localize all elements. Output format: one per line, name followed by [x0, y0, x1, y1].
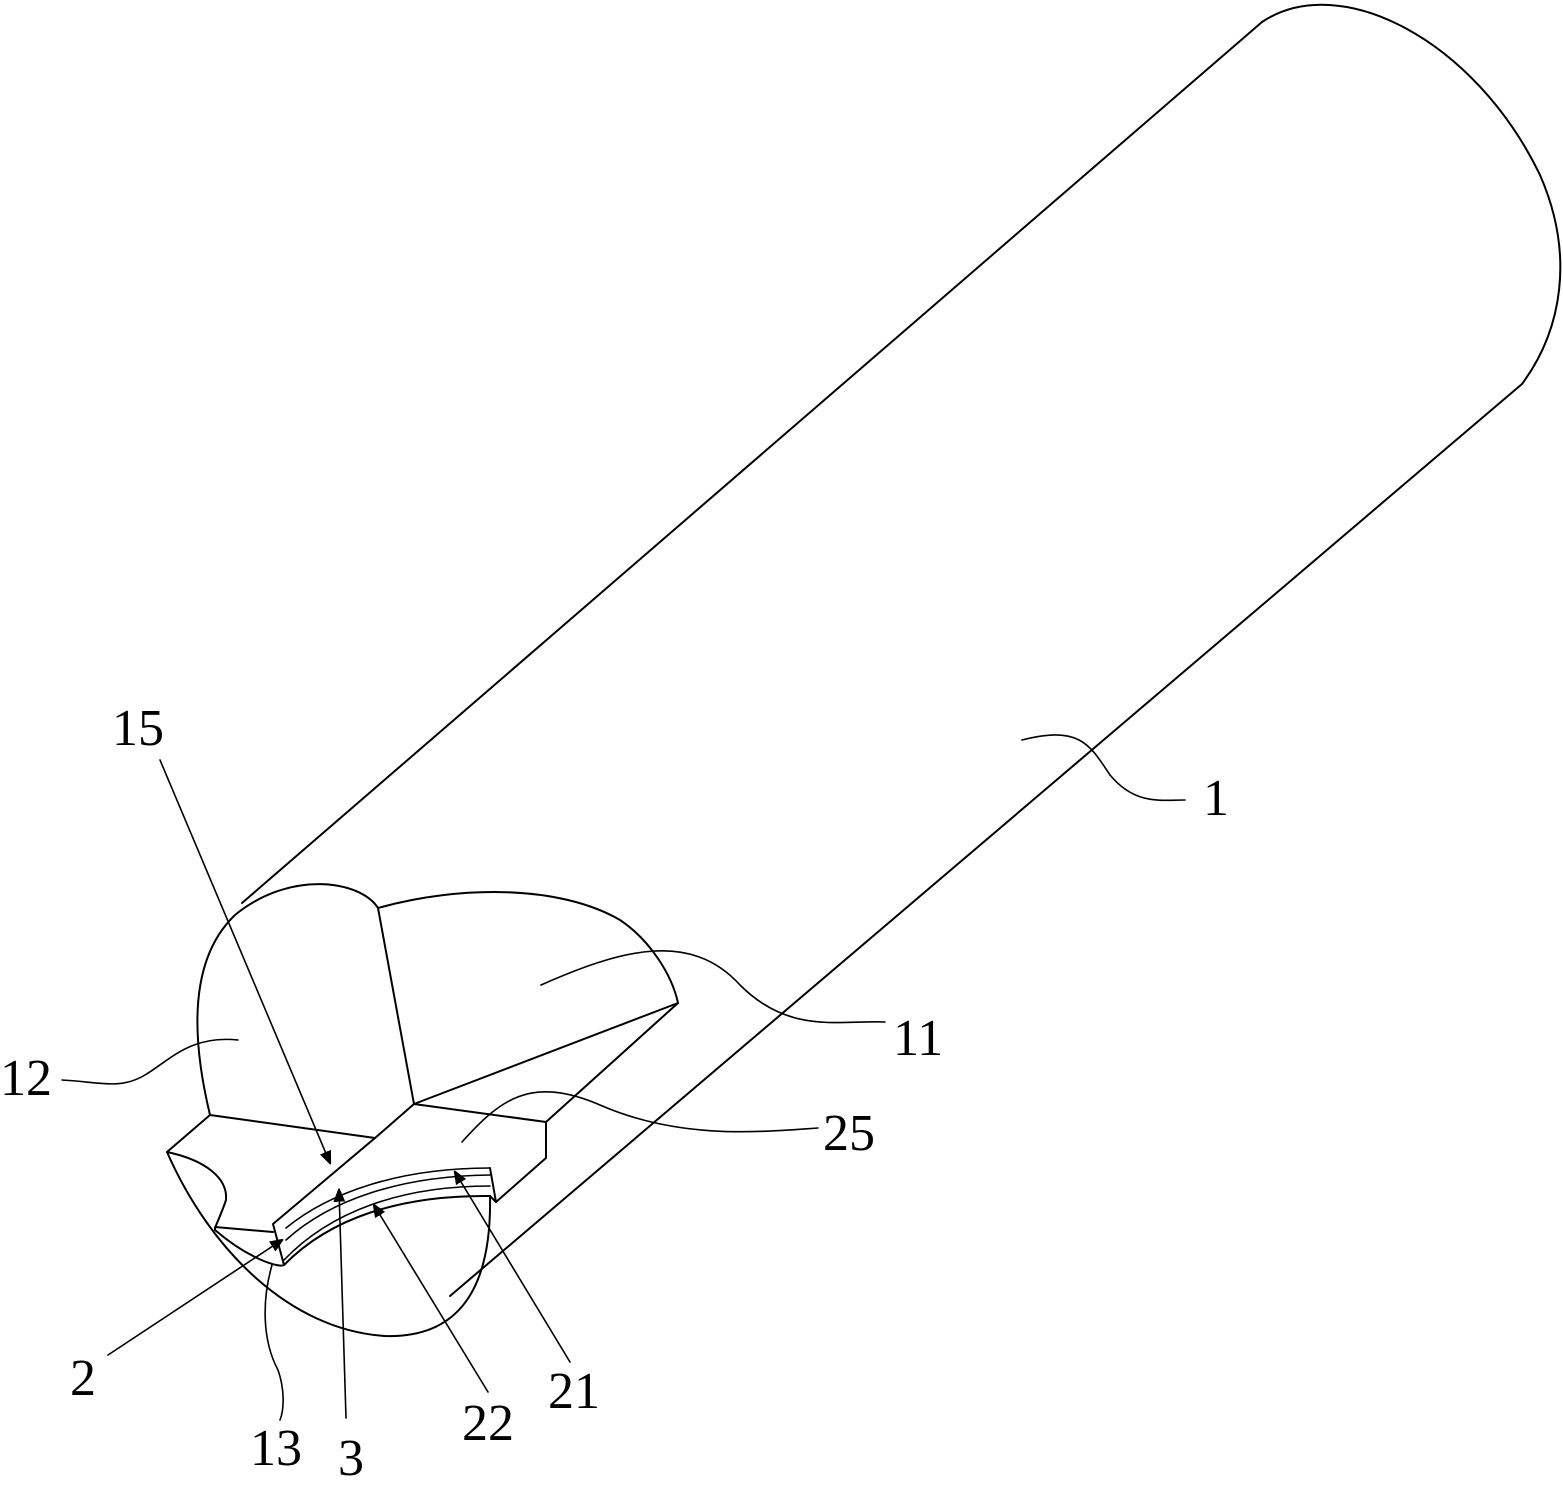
head-outline-bottom	[166, 1151, 492, 1338]
tool-body	[241, 3, 1562, 1297]
leader-11	[540, 950, 886, 1024]
label-22: 22	[462, 1395, 514, 1452]
cylinder-bottom-edge	[449, 383, 1523, 1297]
leader-3	[339, 1190, 347, 1419]
insert-top-face	[166, 1103, 547, 1203]
label-25: 25	[823, 1105, 875, 1162]
insert-left-face	[214, 1226, 274, 1233]
label-2: 2	[70, 1350, 96, 1407]
rake-face-lower-edge	[545, 1002, 679, 1123]
leader-13	[264, 1264, 284, 1421]
leader-21	[455, 1172, 571, 1363]
reference-labels: 1 11 25 15 12 2 13 3 22 21	[0, 700, 1229, 1486]
cutting-head	[166, 883, 679, 1338]
face-divider-left	[209, 1114, 376, 1139]
rake-face-edge	[413, 1002, 679, 1105]
leader-22	[374, 1205, 489, 1393]
lower-inner-arc	[214, 1194, 491, 1267]
label-11: 11	[893, 1010, 943, 1067]
leader-25	[461, 1091, 819, 1143]
cylinder-top-edge	[241, 21, 1263, 904]
leader-2	[107, 1240, 282, 1356]
label-15: 15	[112, 700, 164, 757]
label-21: 21	[548, 1363, 600, 1420]
leader-12	[61, 1038, 239, 1085]
head-outline-top	[377, 891, 679, 1004]
label-12: 12	[0, 1050, 52, 1107]
cutting-edge-upper	[285, 1167, 491, 1229]
leader-15	[159, 759, 330, 1163]
insert-front-face	[272, 1137, 376, 1266]
head-outline-left	[196, 883, 379, 1116]
label-1: 1	[1203, 770, 1229, 827]
insert-side-right	[489, 1167, 497, 1203]
label-3: 3	[338, 1430, 364, 1486]
leader-lines	[61, 734, 1186, 1421]
lower-notch	[166, 1151, 228, 1231]
cylinder-end-cap	[1261, 3, 1562, 385]
label-13: 13	[250, 1420, 302, 1477]
leader-1	[1021, 734, 1186, 802]
face-divider-vertical	[377, 907, 415, 1105]
cutting-edge-lower	[283, 1185, 491, 1261]
